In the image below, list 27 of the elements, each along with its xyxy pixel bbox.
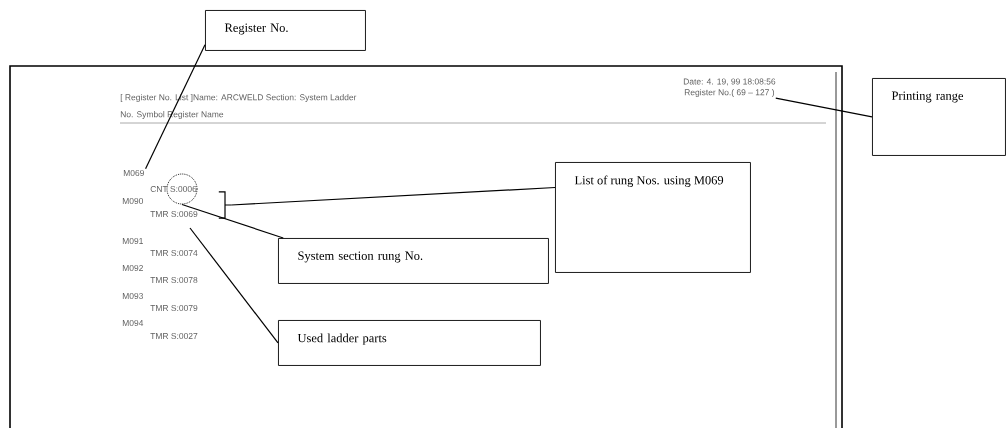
leader-line xyxy=(189,227,279,344)
date-text: Date: 4. 19, 99 18:08:56 xyxy=(683,78,776,86)
leader-line xyxy=(775,97,873,118)
callout-box: List of rung Nos. using M069 xyxy=(555,162,751,273)
callout-box: Used ladder parts xyxy=(278,320,541,366)
printed-text: M092 xyxy=(122,265,143,271)
printed-text: TMR S:0079 xyxy=(150,305,198,311)
printed-text: M090 xyxy=(122,198,144,204)
range-text: Register No.( 69 – 127 ) xyxy=(684,89,775,97)
printed-text: TMR S:0078 xyxy=(150,277,198,283)
leader-line xyxy=(230,186,556,206)
register-number: M069 xyxy=(123,170,144,176)
bracket xyxy=(218,191,232,219)
printed-text: TMR S:0069 xyxy=(150,211,198,217)
callout-box: System section rung No. xyxy=(278,238,549,284)
callout-box: Register No. xyxy=(205,10,366,51)
printed-text: TMR S:0074 xyxy=(150,250,198,256)
printed-text: M091 xyxy=(122,238,143,244)
callout-box: Printing range xyxy=(872,78,1006,156)
printed-text: M093 xyxy=(122,293,143,299)
leader-line xyxy=(145,44,206,170)
printed-text: CNT S:0006 xyxy=(150,186,197,192)
leader-line xyxy=(181,203,284,239)
printed-text: M094 xyxy=(122,320,144,326)
printout-panel xyxy=(9,65,843,428)
printed-text: TMR S:0027 xyxy=(150,333,198,339)
dotted-circle xyxy=(166,173,198,205)
